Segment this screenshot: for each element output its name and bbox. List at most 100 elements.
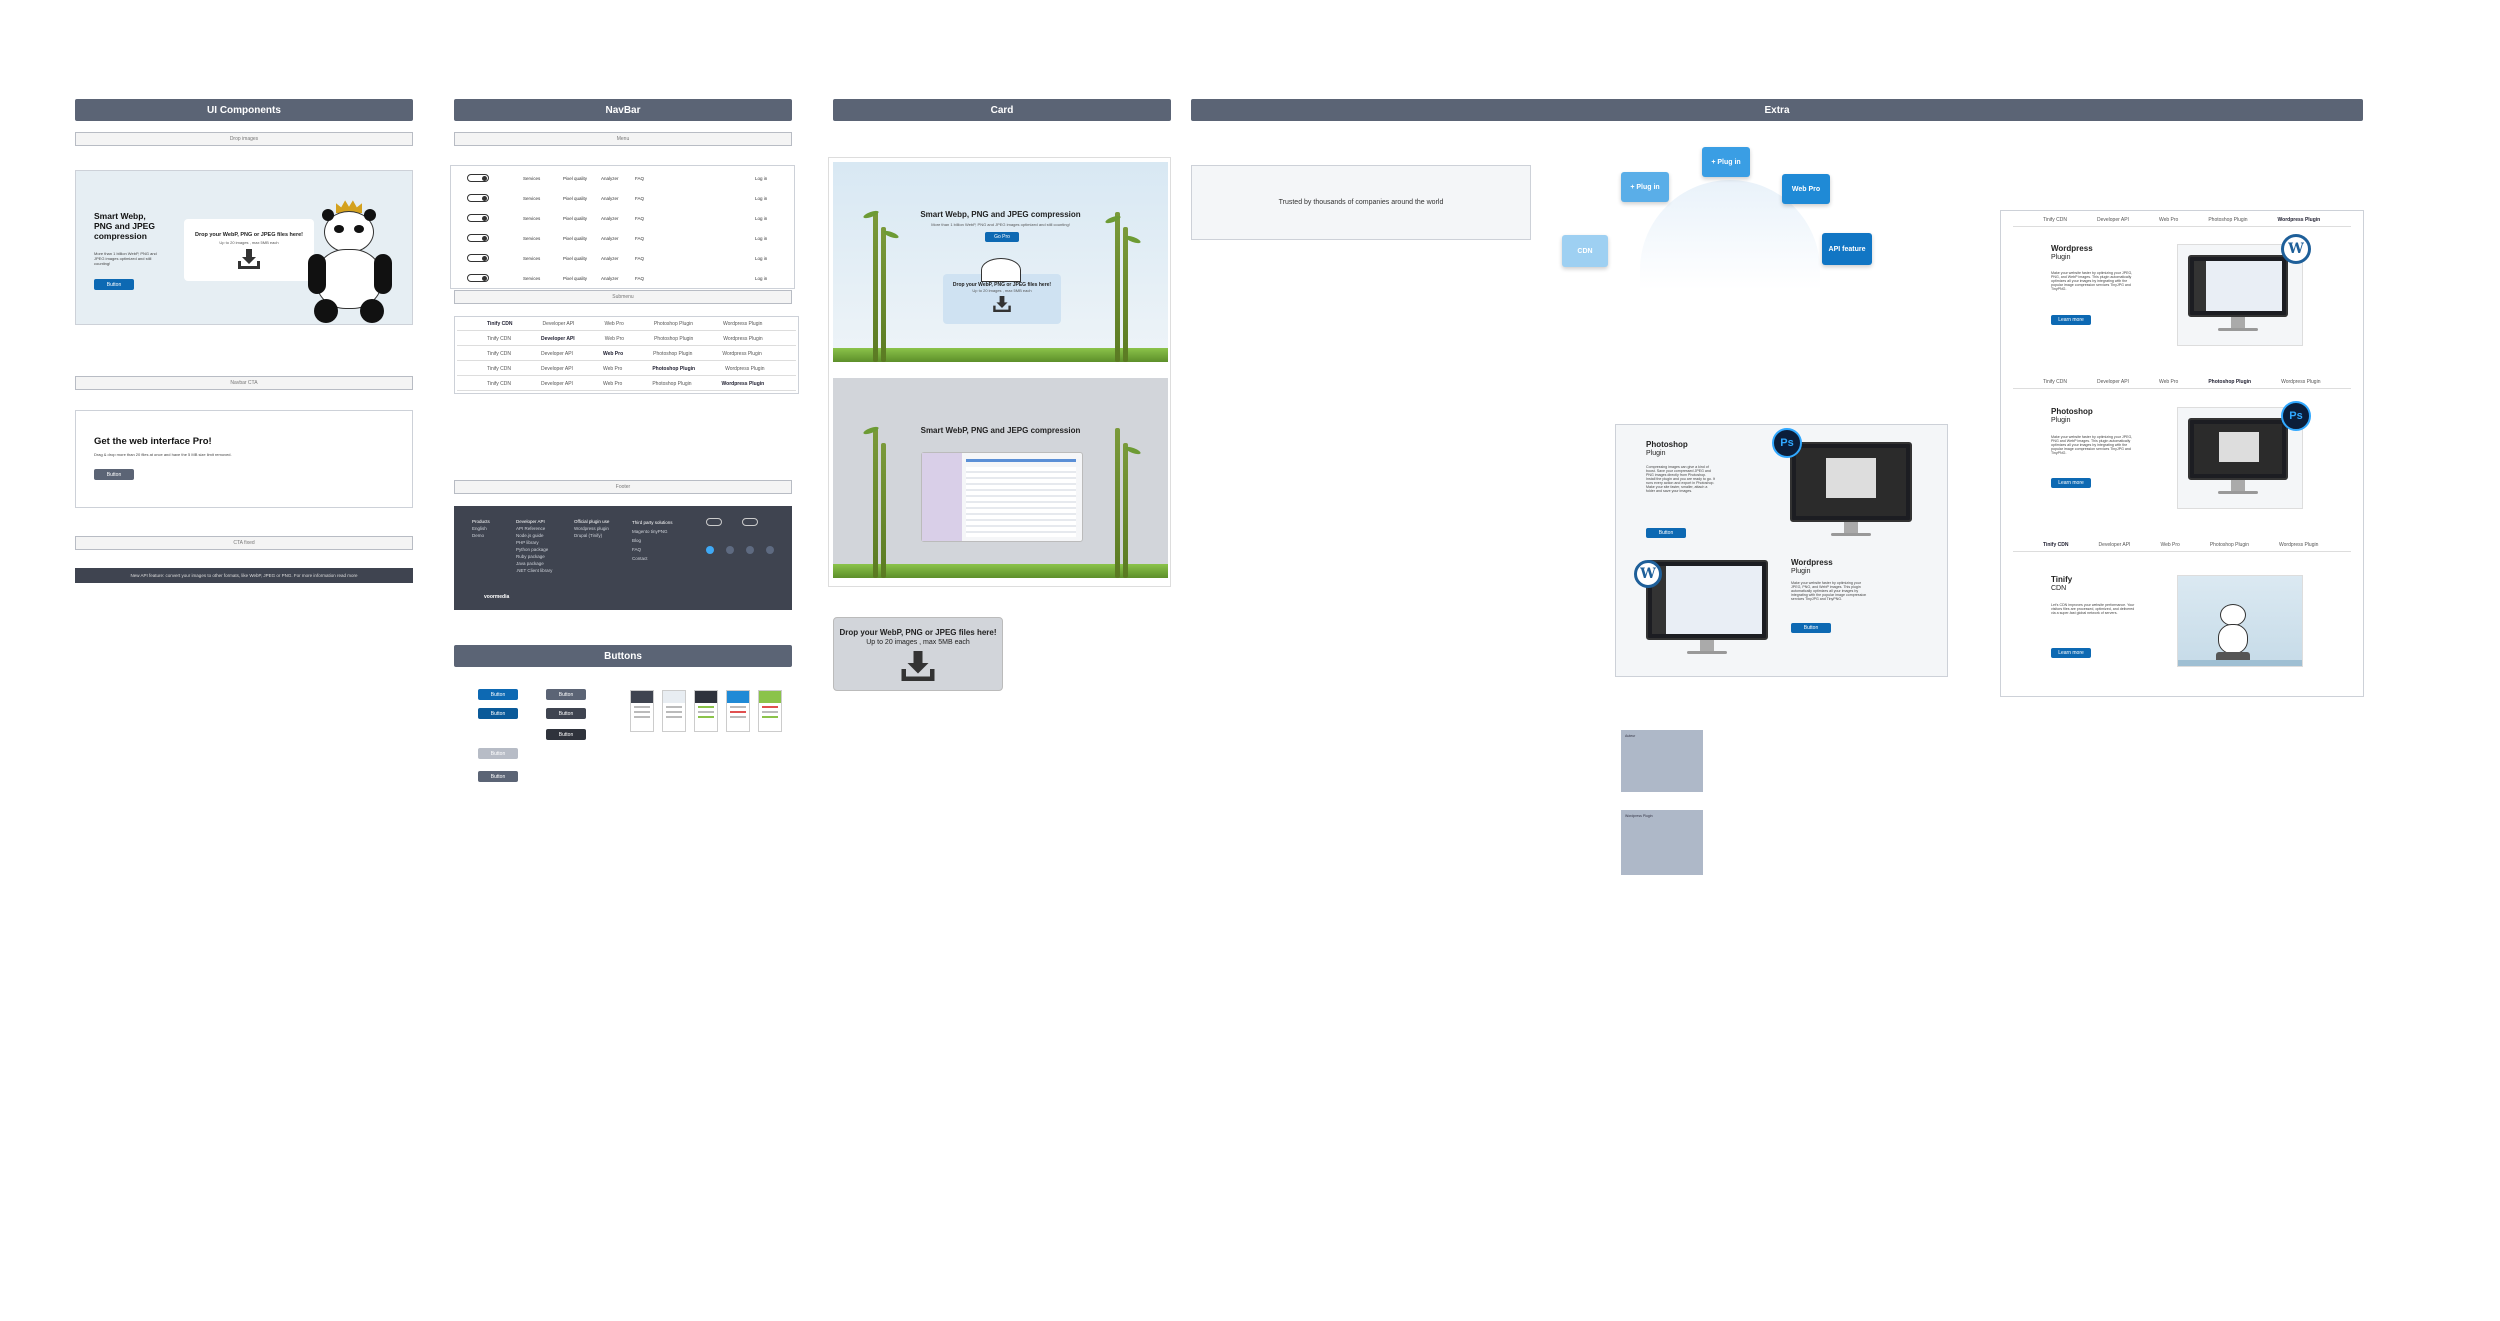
learn-more-button[interactable]: Learn more <box>2051 315 2091 325</box>
footer-link[interactable]: Wordpress plugin <box>574 526 609 531</box>
tab-cdn[interactable]: Tinify CDN <box>2043 216 2067 223</box>
tab-photoshop[interactable]: Photoshop Plugin <box>652 380 692 387</box>
footer-link[interactable]: Contact <box>632 556 648 561</box>
button-dark-hover[interactable]: Button <box>546 729 586 740</box>
wp-button[interactable]: Button <box>1791 623 1831 633</box>
menu-item-login[interactable]: Log in <box>755 255 768 261</box>
chip-plugin[interactable]: + Plug in <box>1702 147 1750 177</box>
toggle-switch[interactable] <box>467 174 489 182</box>
facebook-icon[interactable] <box>726 546 734 554</box>
card-button[interactable]: Go Pro <box>985 232 1019 242</box>
tab-wordpress[interactable]: Wordpress Plugin <box>722 350 762 357</box>
hero-button[interactable]: Button <box>94 279 134 290</box>
tab-api[interactable]: Developer API <box>540 350 573 357</box>
tab-wordpress[interactable]: Wordpress Plugin <box>2279 541 2319 548</box>
tab-cdn[interactable]: Tinify CDN <box>2043 541 2069 548</box>
linkedin-icon[interactable] <box>746 546 754 554</box>
menu-item-login[interactable]: Log in <box>755 175 768 181</box>
tab-wordpress[interactable]: Wordpress Plugin <box>725 365 765 372</box>
drop-zone[interactable]: Drop your WebP, PNG or JPEG files here! … <box>943 274 1061 324</box>
tab-photoshop[interactable]: Photoshop Plugin <box>653 350 693 357</box>
menu-item-analyzer[interactable]: Analyzer <box>601 175 619 181</box>
toggle-switch[interactable] <box>467 234 489 242</box>
footer-link[interactable]: Python package <box>516 547 549 552</box>
menu-item-faq[interactable]: FAQ <box>635 215 645 221</box>
tab-webpro[interactable]: Web Pro <box>602 380 623 387</box>
toggle-switch[interactable] <box>467 214 489 222</box>
tab-api[interactable]: Developer API <box>540 380 573 387</box>
tab-webpro[interactable]: Web Pro <box>602 365 623 372</box>
tab-photoshop[interactable]: Photoshop Plugin <box>652 365 696 372</box>
twitter-icon[interactable] <box>706 546 714 554</box>
menu-item-analyzer[interactable]: Analyzer <box>601 275 619 281</box>
drop-zone[interactable]: Drop your WebP, PNG or JPEG files here! … <box>184 219 314 281</box>
learn-more-button[interactable]: Learn more <box>2051 478 2091 488</box>
tab-api[interactable]: Developer API <box>2096 378 2129 385</box>
menu-item-analyzer[interactable]: Analyzer <box>601 215 619 221</box>
tab-api[interactable]: Developer API <box>2096 216 2129 223</box>
tab-api[interactable]: Developer API <box>2098 541 2131 548</box>
tab-photoshop[interactable]: Photoshop Plugin <box>2208 216 2248 223</box>
tab-cdn[interactable]: Tinify CDN <box>2043 378 2067 385</box>
menu-item-services[interactable]: Services <box>523 175 541 181</box>
tab-webpro[interactable]: Web Pro <box>604 335 625 342</box>
menu-item-services[interactable]: Services <box>523 255 541 261</box>
tab-cdn[interactable]: Tinify CDN <box>487 320 513 327</box>
tab-cdn[interactable]: Tinify CDN <box>487 335 511 342</box>
tab-wordpress[interactable]: Wordpress Plugin <box>723 335 763 342</box>
menu-item-analyzer[interactable]: Analyzer <box>601 235 619 241</box>
footer-link[interactable]: Magento tinyPNG <box>632 529 668 534</box>
tab-webpro[interactable]: Web Pro <box>604 320 624 327</box>
tab-api[interactable]: Developer API <box>542 320 575 327</box>
menu-item-analyzer[interactable]: Analyzer <box>601 255 619 261</box>
github-icon[interactable] <box>766 546 774 554</box>
footer-link[interactable]: Node.js guide <box>516 533 544 538</box>
cta-button[interactable]: Button <box>94 469 134 480</box>
button-disabled[interactable]: Button <box>478 748 518 759</box>
menu-item-login[interactable]: Log in <box>755 215 768 221</box>
footer-link[interactable]: Demo <box>472 533 485 538</box>
footer-link[interactable]: .NET Client library <box>516 568 553 573</box>
menu-item-pixel[interactable]: Pixel quality <box>563 175 588 181</box>
footer-link[interactable]: API Reference <box>516 526 546 531</box>
menu-item-services[interactable]: Services <box>523 215 541 221</box>
chip-api[interactable]: API feature <box>1822 233 1872 265</box>
menu-item-pixel[interactable]: Pixel quality <box>563 215 588 221</box>
footer-link[interactable]: FAQ <box>632 547 642 552</box>
footer-link[interactable]: PHP library <box>516 540 539 545</box>
tab-photoshop[interactable]: Photoshop Plugin <box>654 335 694 342</box>
footer-link[interactable]: Blog <box>632 538 642 543</box>
toggle-switch[interactable] <box>467 194 489 202</box>
button-primary[interactable]: Button <box>478 689 518 700</box>
menu-item-services[interactable]: Services <box>523 195 541 201</box>
menu-item-pixel[interactable]: Pixel quality <box>563 255 588 261</box>
footer-link[interactable]: Java package <box>516 561 544 566</box>
tab-webpro[interactable]: Web Pro <box>2158 378 2179 385</box>
tab-wordpress[interactable]: Wordpress Plugin <box>2281 378 2321 385</box>
drop-card[interactable]: Drop your WebP, PNG or JPEG files here! … <box>833 617 1003 691</box>
footer-link[interactable]: Drupal (Tinify) <box>574 533 603 538</box>
chip-webpro[interactable]: Web Pro <box>1782 174 1830 204</box>
menu-item-faq[interactable]: FAQ <box>635 235 645 241</box>
menu-item-services[interactable]: Services <box>523 235 541 241</box>
ps-button[interactable]: Button <box>1646 528 1686 538</box>
toggle-switch[interactable] <box>467 254 489 262</box>
menu-item-faq[interactable]: FAQ <box>635 255 645 261</box>
toggle-switch[interactable] <box>467 274 489 282</box>
menu-item-login[interactable]: Log in <box>755 275 768 281</box>
tab-webpro[interactable]: Web Pro <box>602 350 624 357</box>
menu-item-faq[interactable]: FAQ <box>635 275 645 281</box>
tab-cdn[interactable]: Tinify CDN <box>487 380 511 387</box>
button-secondary[interactable]: Button <box>478 771 518 782</box>
menu-item-pixel[interactable]: Pixel quality <box>563 235 588 241</box>
tab-webpro[interactable]: Web Pro <box>2158 216 2179 223</box>
menu-item-pixel[interactable]: Pixel quality <box>563 275 588 281</box>
tab-photoshop[interactable]: Photoshop Plugin <box>2209 541 2250 548</box>
footer-toggle[interactable] <box>742 518 758 526</box>
button-secondary[interactable]: Button <box>546 689 586 700</box>
button-dark[interactable]: Button <box>546 708 586 719</box>
tab-wordpress[interactable]: Wordpress Plugin <box>2277 216 2321 223</box>
chip-plugin[interactable]: + Plug in <box>1621 172 1669 202</box>
chip-cdn[interactable]: CDN <box>1562 235 1608 267</box>
tab-photoshop[interactable]: Photoshop Plugin <box>2208 378 2252 385</box>
